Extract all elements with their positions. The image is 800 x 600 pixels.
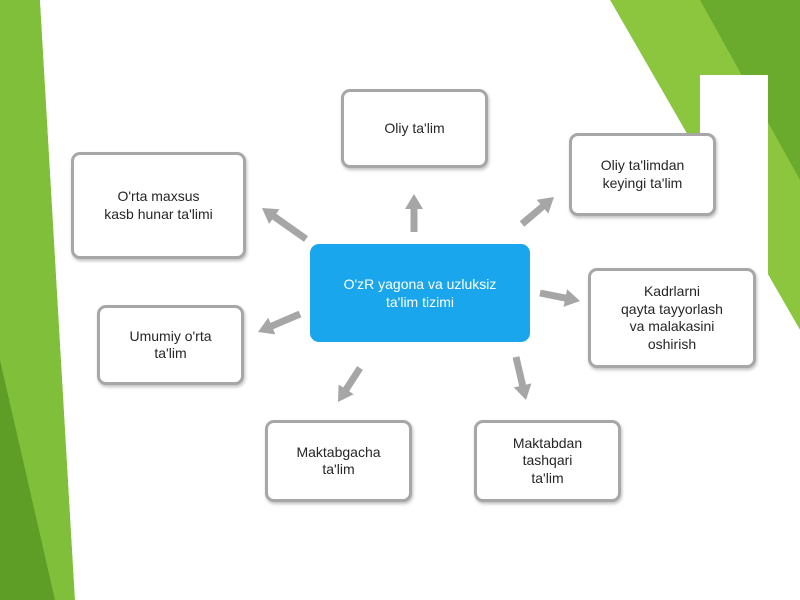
node-maktabdan-tashqari-talim: Maktabdan tashqari ta'lim (474, 420, 621, 502)
node-umumiy-orta-talim: Umumiy o'rta ta'lim (97, 305, 244, 385)
node-orta-maxsus-talim: O'rta maxsus kasb hunar ta'limi (71, 152, 246, 259)
node-oliy-talim: Oliy ta'lim (341, 89, 488, 168)
arrow-to-oliydan-keyingi-talim (519, 197, 554, 227)
arrow-to-maktabgacha-talim (338, 366, 363, 402)
arrow-to-oliy-talim (405, 194, 423, 232)
node-oliydan-keyingi-talim: Oliy ta'limdan keyingi ta'lim (569, 133, 716, 216)
node-kadrlarni-qayta-tayyorlash: Kadrlarni qayta tayyorlash va malakasini… (588, 268, 756, 368)
node-maktabgacha-talim: Maktabgacha ta'lim (265, 420, 412, 502)
center-node: O'zR yagona va uzluksiz ta'lim tizimi (310, 244, 530, 342)
arrow-to-orta-maxsus-talim (262, 208, 308, 242)
arrow-to-umumiy-orta-talim (258, 310, 302, 335)
arrow-to-kadrlarni-qayta-tayyorlash (539, 289, 580, 307)
arrow-to-maktabdan-tashqari-talim (512, 356, 532, 400)
